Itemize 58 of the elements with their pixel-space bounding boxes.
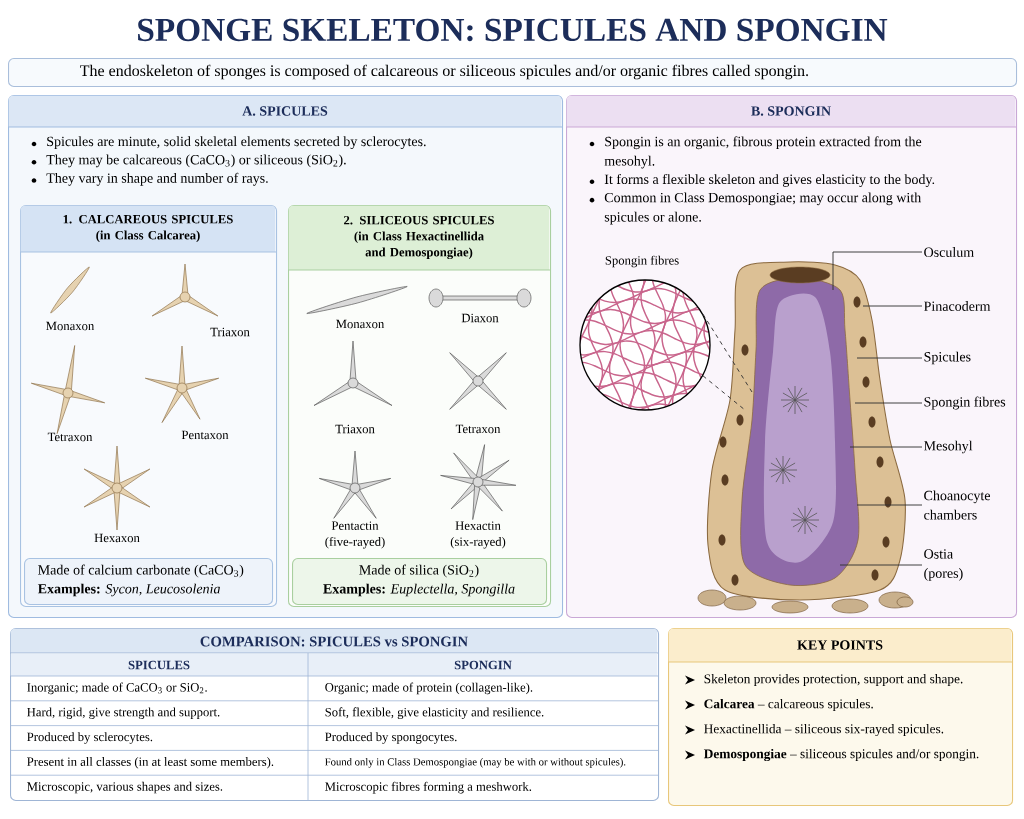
table-cell: Hard, rigid, give strength and support.	[27, 707, 220, 719]
table-cell: Inorganic; made of CaCO$_{3}$ or SiO$_{2}$.	[27, 682, 207, 695]
spicule-label: Monaxon	[46, 321, 95, 331]
spicule-label: Diaxon	[461, 313, 499, 323]
part-label: Osculum	[924, 247, 974, 257]
part-label: Mesohyl	[924, 440, 973, 454]
bullet-item: It forms a flexible skeleton and gives elasticity to the body.	[604, 174, 935, 187]
title: SPONGE SKELETON: SPICULES AND SPONGIN	[138, 18, 888, 42]
key-point: Calcarea – calcareous spicules.	[704, 698, 873, 712]
spicule-label: Tetraxon	[47, 432, 93, 442]
drawing-label: Spongin fibres	[605, 255, 679, 268]
table-cell: Organic; made of protein (collagen-like).	[325, 682, 533, 695]
spicule-label: Pentaxon	[181, 430, 229, 440]
leader-line	[856, 357, 923, 359]
table-cell: Present in all classes (in at least some members).	[27, 757, 274, 769]
section-heading: A. SPICULES	[7, 95, 563, 128]
bullet-item: Common in Class Demospongiae; may occur along with spicules or alone.	[604, 192, 921, 225]
note-text: Examples: Euplectella, Spongilla	[323, 583, 515, 597]
leader-line	[862, 305, 923, 307]
table-cell: Microscopic, various shapes and sizes.	[27, 781, 223, 794]
table-cell: Produced by spongocytes.	[325, 732, 457, 744]
spicule-label: Triaxon	[335, 424, 375, 434]
magnification-line	[702, 375, 746, 411]
column-header: SPICULES	[128, 660, 190, 670]
key-point: Hexactinellida – siliceous six-rayed spicules.	[704, 723, 944, 737]
note-text: Made of silica (SiO$_{2}$)	[359, 564, 479, 578]
spicule-label: Monaxon	[336, 319, 385, 329]
note-text: Examples: Sycon, Leucosolenia	[37, 583, 220, 597]
intro-box: The endoskeleton of sponges is composed of calcareous or siliceous spicules and/or organic fibres called spongin.	[8, 58, 1018, 88]
key-point: Skeleton provides protection, support and shape.	[704, 673, 963, 687]
leader-line	[849, 446, 923, 448]
sponge-drawing	[697, 261, 914, 614]
category-heading: 1. CALCAREOUS SPICULES (in Class Calcarea)	[19, 205, 277, 253]
bullet-item: Spongin is an organic, fibrous protein extracted from the mesohyl.	[604, 136, 922, 169]
part-label: Ostia (pores)	[924, 549, 963, 581]
key-point: Demospongiae – siliceous spicules and/or spongin.	[703, 748, 979, 762]
table-cell: Microscopic fibres forming a meshwork.	[325, 781, 532, 794]
category-heading: 2. SILICEOUS SPICULES (in Class Hexactinellida and Demospongiae)	[287, 205, 551, 271]
magnification-line	[702, 313, 753, 393]
part-label: Spongin fibres	[924, 396, 1006, 410]
leader-line	[856, 504, 923, 506]
part-label: Choanocyte chambers	[924, 490, 990, 520]
table-cell: Found only in Class Demospongiae (may be with or without spicules).	[325, 757, 626, 768]
part-label: Spicules	[924, 351, 971, 365]
spicule-label: Triaxon	[210, 327, 250, 337]
bullet-item: They may be calcareous (CaCO$_{3}$) or siliceous (SiO$_{2}$).	[46, 154, 346, 168]
spicule-label: Hexaxon	[94, 533, 140, 543]
leader-line	[854, 402, 923, 404]
note-text: Made of calcium carbonate (CaCO$_{3}$)	[38, 564, 244, 578]
table-cell: Soft, flexible, give elasticity and resilience.	[325, 707, 544, 720]
bullet-item: They vary in shape and number of rays.	[46, 172, 268, 186]
bullet-item: Spicules are minute, solid skeletal elements secreted by sclerocytes.	[47, 136, 426, 149]
part-label: Pinacoderm	[924, 301, 991, 311]
section-heading: B. SPONGIN	[565, 95, 1017, 128]
table-cell: Produced by sclerocytes.	[27, 732, 153, 744]
spicule-label: Tetraxon	[455, 424, 501, 434]
leader-line	[839, 564, 923, 566]
column-header: SPONGIN	[454, 660, 512, 670]
